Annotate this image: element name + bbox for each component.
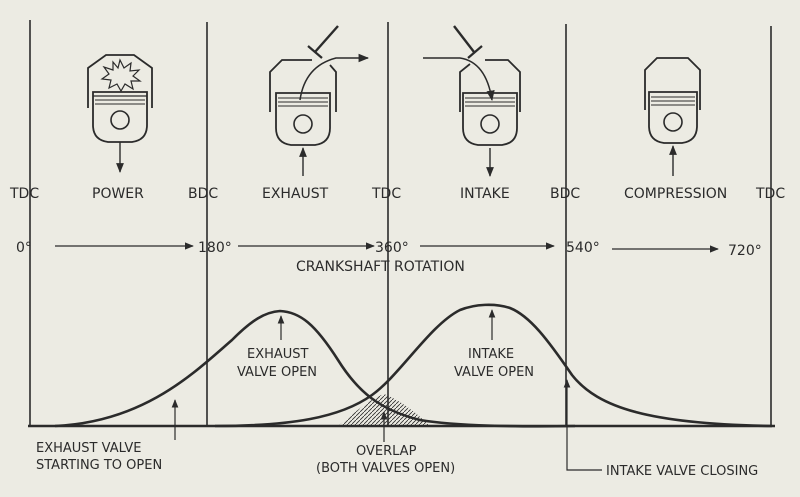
degree-label-720: 720° [728,243,762,259]
exhaust-curve-label-2: VALVE OPEN [237,365,317,380]
degree-label-540: 540° [566,240,600,256]
exhaust-start-label-1: EXHAUST VALVE [36,441,142,456]
overlap-shading [338,394,430,426]
exhaust-curve-label-1: EXHAUST [247,347,309,362]
overlap-sublabel: (BOTH VALVES OPEN) [316,461,455,476]
intake-closing-label: INTAKE VALVE CLOSING [606,464,758,479]
degree-label-0: 0° [16,240,32,256]
tdc-label-0: TDC [9,186,39,202]
stroke-label-compression: COMPRESSION [624,186,727,202]
exhaust-valve-icon [314,25,339,53]
tdc-label-360: TDC [371,186,401,202]
stroke-label-intake: INTAKE [460,186,510,202]
bdc-label-180: BDC [188,186,218,202]
intake-cylinder-icon [423,25,521,177]
stroke-label-power: POWER [92,186,144,202]
power-cylinder-icon [87,54,153,173]
degree-label-180: 180° [198,240,232,256]
explosion-icon [100,58,142,93]
compression-cylinder-icon [644,57,701,176]
intake-curve-label-2: VALVE OPEN [454,365,534,380]
exhaust-valve-curve [54,309,576,428]
overlap-label: OVERLAP [356,444,417,459]
tdc-label-720: TDC [755,186,785,202]
intake-valve-icon [453,25,475,53]
crankshaft-rotation-label: CRANKSHAFT ROTATION [296,259,465,275]
degree-label-360: 360° [375,240,409,256]
stroke-label-exhaust: EXHAUST [262,186,329,202]
exhaust-start-label-2: STARTING TO OPEN [36,458,162,473]
bdc-label-540: BDC [550,186,580,202]
intake-valve-curve [214,303,773,428]
exhaust-cylinder-icon [269,25,370,176]
intake-closing-pointer [563,379,602,471]
intake-curve-label-1: INTAKE [468,347,514,362]
